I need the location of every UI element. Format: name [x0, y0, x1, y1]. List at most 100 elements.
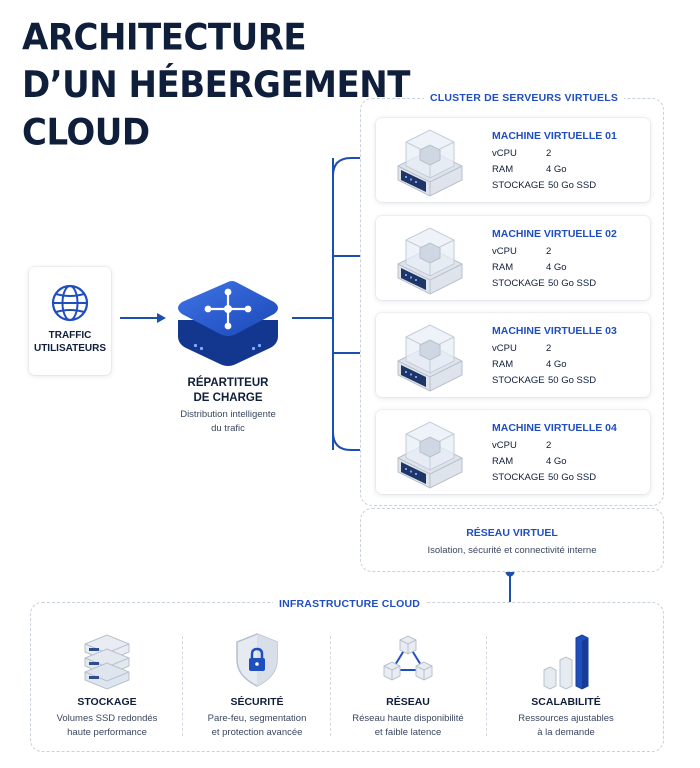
network-desc-line-2: et faible latence — [374, 727, 442, 738]
vm-vcpu-row: vCPU 2 — [492, 440, 551, 451]
security-desc-line-1: Pare-feu, segmentation — [207, 713, 307, 724]
vm-vcpu-row: vCPU 2 — [492, 148, 551, 159]
divider — [330, 636, 331, 736]
title-line-3: CLOUD — [22, 111, 150, 155]
vm-vcpu-label: vCPU — [492, 148, 517, 159]
title-line-1: ARCHITECTURE — [22, 16, 307, 60]
page-title: ARCHITECTURE D’UN HÉBERGEMENT CLOUD — [22, 14, 410, 157]
infra-item-storage: STOCKAGE Volumes SSD redondés haute perf… — [32, 624, 182, 744]
vm-ram-value: 4 Go — [546, 359, 567, 370]
server-icon — [392, 218, 468, 296]
title-line-2: D’UN HÉBERGEMENT — [22, 63, 410, 107]
divider — [486, 636, 487, 736]
network-description: Réseau haute disponibilité et faible lat… — [333, 712, 483, 740]
vm-ram-value: 4 Go — [546, 456, 567, 467]
scalability-title: SCALABILITÉ — [531, 696, 601, 708]
vm-storage-value: 50 Go SSD — [548, 472, 597, 483]
vm-vcpu-value: 2 — [546, 148, 552, 159]
vm-vcpu-row: vCPU 2 — [492, 246, 551, 257]
lb-desc-line-1: Distribution intelligente — [180, 409, 276, 420]
security-desc-line-2: et protection avancée — [211, 727, 303, 738]
vm-vcpu-value: 2 — [546, 343, 552, 354]
vm-storage-label: STOCKAGE — [492, 375, 545, 386]
vm-storage-label: STOCKAGE — [492, 180, 545, 191]
traffic-arrowhead — [157, 313, 166, 323]
vm-vcpu-value: 2 — [546, 246, 552, 257]
storage-desc-line-2: haute performance — [67, 727, 147, 738]
traffic-card: TRAFFIC UTILISATEURS — [29, 267, 111, 375]
branch-vm1 — [332, 157, 374, 177]
infra-item-network: RÉSEAU Réseau haute disponibilité et fai… — [333, 624, 483, 744]
scalability-description: Ressources ajustables à la demande — [491, 712, 641, 740]
vm-name: MACHINE VIRTUELLE 01 — [492, 130, 617, 142]
storage-description: Volumes SSD redondés haute performance — [32, 712, 182, 740]
network-cubes-icon — [383, 635, 433, 681]
server-icon — [392, 120, 468, 198]
infra-item-security: SÉCURITÉ Pare-feu, segmentation et prote… — [182, 624, 332, 744]
scalability-bars-icon — [543, 634, 589, 690]
vm-storage-value: 50 Go SSD — [548, 278, 597, 289]
vm-storage-label: STOCKAGE — [492, 278, 545, 289]
infrastructure-label: INFRASTRUCTURE CLOUD — [273, 598, 427, 610]
vm-vcpu-value: 2 — [546, 440, 552, 451]
server-icon — [392, 315, 468, 393]
vm-vcpu-row: vCPU 2 — [492, 343, 551, 354]
lb-title-line-1: RÉPARTITEUR — [187, 377, 269, 389]
vm-name: MACHINE VIRTUELLE 03 — [492, 325, 617, 337]
network-title: RÉSEAU — [386, 696, 430, 708]
cluster-label: CLUSTER DE SERVEURS VIRTUELS — [424, 92, 625, 104]
vm-name: MACHINE VIRTUELLE 04 — [492, 422, 617, 434]
virtual-network-title: RÉSEAU VIRTUEL — [466, 527, 558, 539]
vm-ram-label: RAM — [492, 359, 514, 370]
vm-ram-row: RAM 4 Go — [492, 262, 567, 273]
vm-name: MACHINE VIRTUELLE 02 — [492, 228, 617, 240]
shield-lock-icon — [236, 633, 278, 687]
vm-storage-value: 50 Go SSD — [548, 180, 597, 191]
scalability-desc-line-2: à la demande — [537, 727, 595, 738]
infrastructure-container — [30, 602, 664, 752]
traffic-label-line-1: TRAFFIC — [48, 330, 92, 341]
globe-icon — [51, 284, 89, 322]
storage-desc-line-1: Volumes SSD redondés — [56, 713, 158, 724]
lb-desc-line-2: du trafic — [211, 423, 245, 434]
vm-vcpu-label: vCPU — [492, 343, 517, 354]
vm-ram-row: RAM 4 Go — [492, 456, 567, 467]
traffic-label-line-2: UTILISATEURS — [33, 343, 107, 354]
traffic-label: TRAFFIC UTILISATEURS — [29, 329, 111, 355]
virtual-network-description: Isolation, sécurité et connectivité inte… — [427, 545, 597, 556]
load-balancer-description: Distribution intelligente du trafic — [148, 408, 308, 436]
vm-vcpu-label: vCPU — [492, 440, 517, 451]
server-icon — [392, 412, 468, 490]
vm-vcpu-label: vCPU — [492, 246, 517, 257]
branch-vm4 — [332, 431, 374, 451]
lb-title-line-2: DE CHARGE — [193, 392, 263, 404]
security-title: SÉCURITÉ — [230, 696, 284, 708]
vm-storage-value: 50 Go SSD — [548, 375, 597, 386]
vm-ram-label: RAM — [492, 164, 514, 175]
vm-ram-label: RAM — [492, 456, 514, 467]
storage-icon — [84, 634, 130, 690]
load-balancer-icon — [178, 281, 278, 366]
divider — [182, 636, 183, 736]
security-description: Pare-feu, segmentation et protection ava… — [182, 712, 332, 740]
vm-ram-value: 4 Go — [546, 262, 567, 273]
infra-item-scalability: SCALABILITÉ Ressources ajustables à la d… — [491, 624, 641, 744]
virtual-network-box: RÉSEAU VIRTUEL Isolation, sécurité et co… — [360, 508, 664, 572]
load-balancer-title: RÉPARTITEUR DE CHARGE — [148, 376, 308, 406]
vm-ram-label: RAM — [492, 262, 514, 273]
scalability-desc-line-1: Ressources ajustables — [518, 713, 614, 724]
vm-ram-row: RAM 4 Go — [492, 164, 567, 175]
vm-ram-value: 4 Go — [546, 164, 567, 175]
vm-ram-row: RAM 4 Go — [492, 359, 567, 370]
vm-storage-label: STOCKAGE — [492, 472, 545, 483]
network-desc-line-1: Réseau haute disponibilité — [352, 713, 464, 724]
storage-title: STOCKAGE — [77, 696, 137, 708]
